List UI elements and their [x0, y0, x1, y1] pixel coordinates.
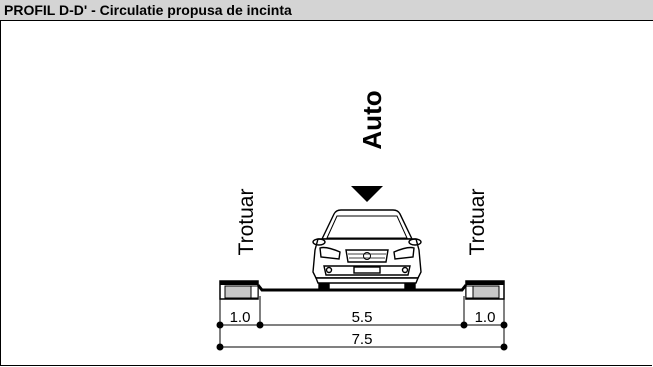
profile-header: PROFIL D-D' - Circulatie propusa de inci… — [0, 0, 653, 21]
dimension-point — [216, 343, 224, 351]
dimension-point — [500, 321, 508, 329]
dim-left-label: 1.0 — [230, 309, 251, 326]
dim-total-label: 7.5 — [352, 331, 373, 348]
lane-label: Auto — [357, 90, 387, 149]
road-section — [219, 280, 505, 300]
left-sidewalk-label: Trotuar — [235, 189, 258, 256]
dim-center-label: 5.5 — [352, 309, 373, 326]
direction-arrow-icon — [351, 186, 383, 202]
dimension-point — [500, 343, 508, 351]
dimension-lines — [216, 296, 508, 351]
dim-right-label: 1.0 — [475, 309, 496, 326]
dimension-point — [216, 321, 224, 329]
dimension-point — [256, 321, 264, 329]
right-sidewalk-label: Trotuar — [466, 189, 489, 256]
car-front-icon — [312, 209, 422, 290]
profile-title: PROFIL D-D' - Circulatie propusa de inci… — [4, 2, 292, 18]
dimension-point — [460, 321, 468, 329]
